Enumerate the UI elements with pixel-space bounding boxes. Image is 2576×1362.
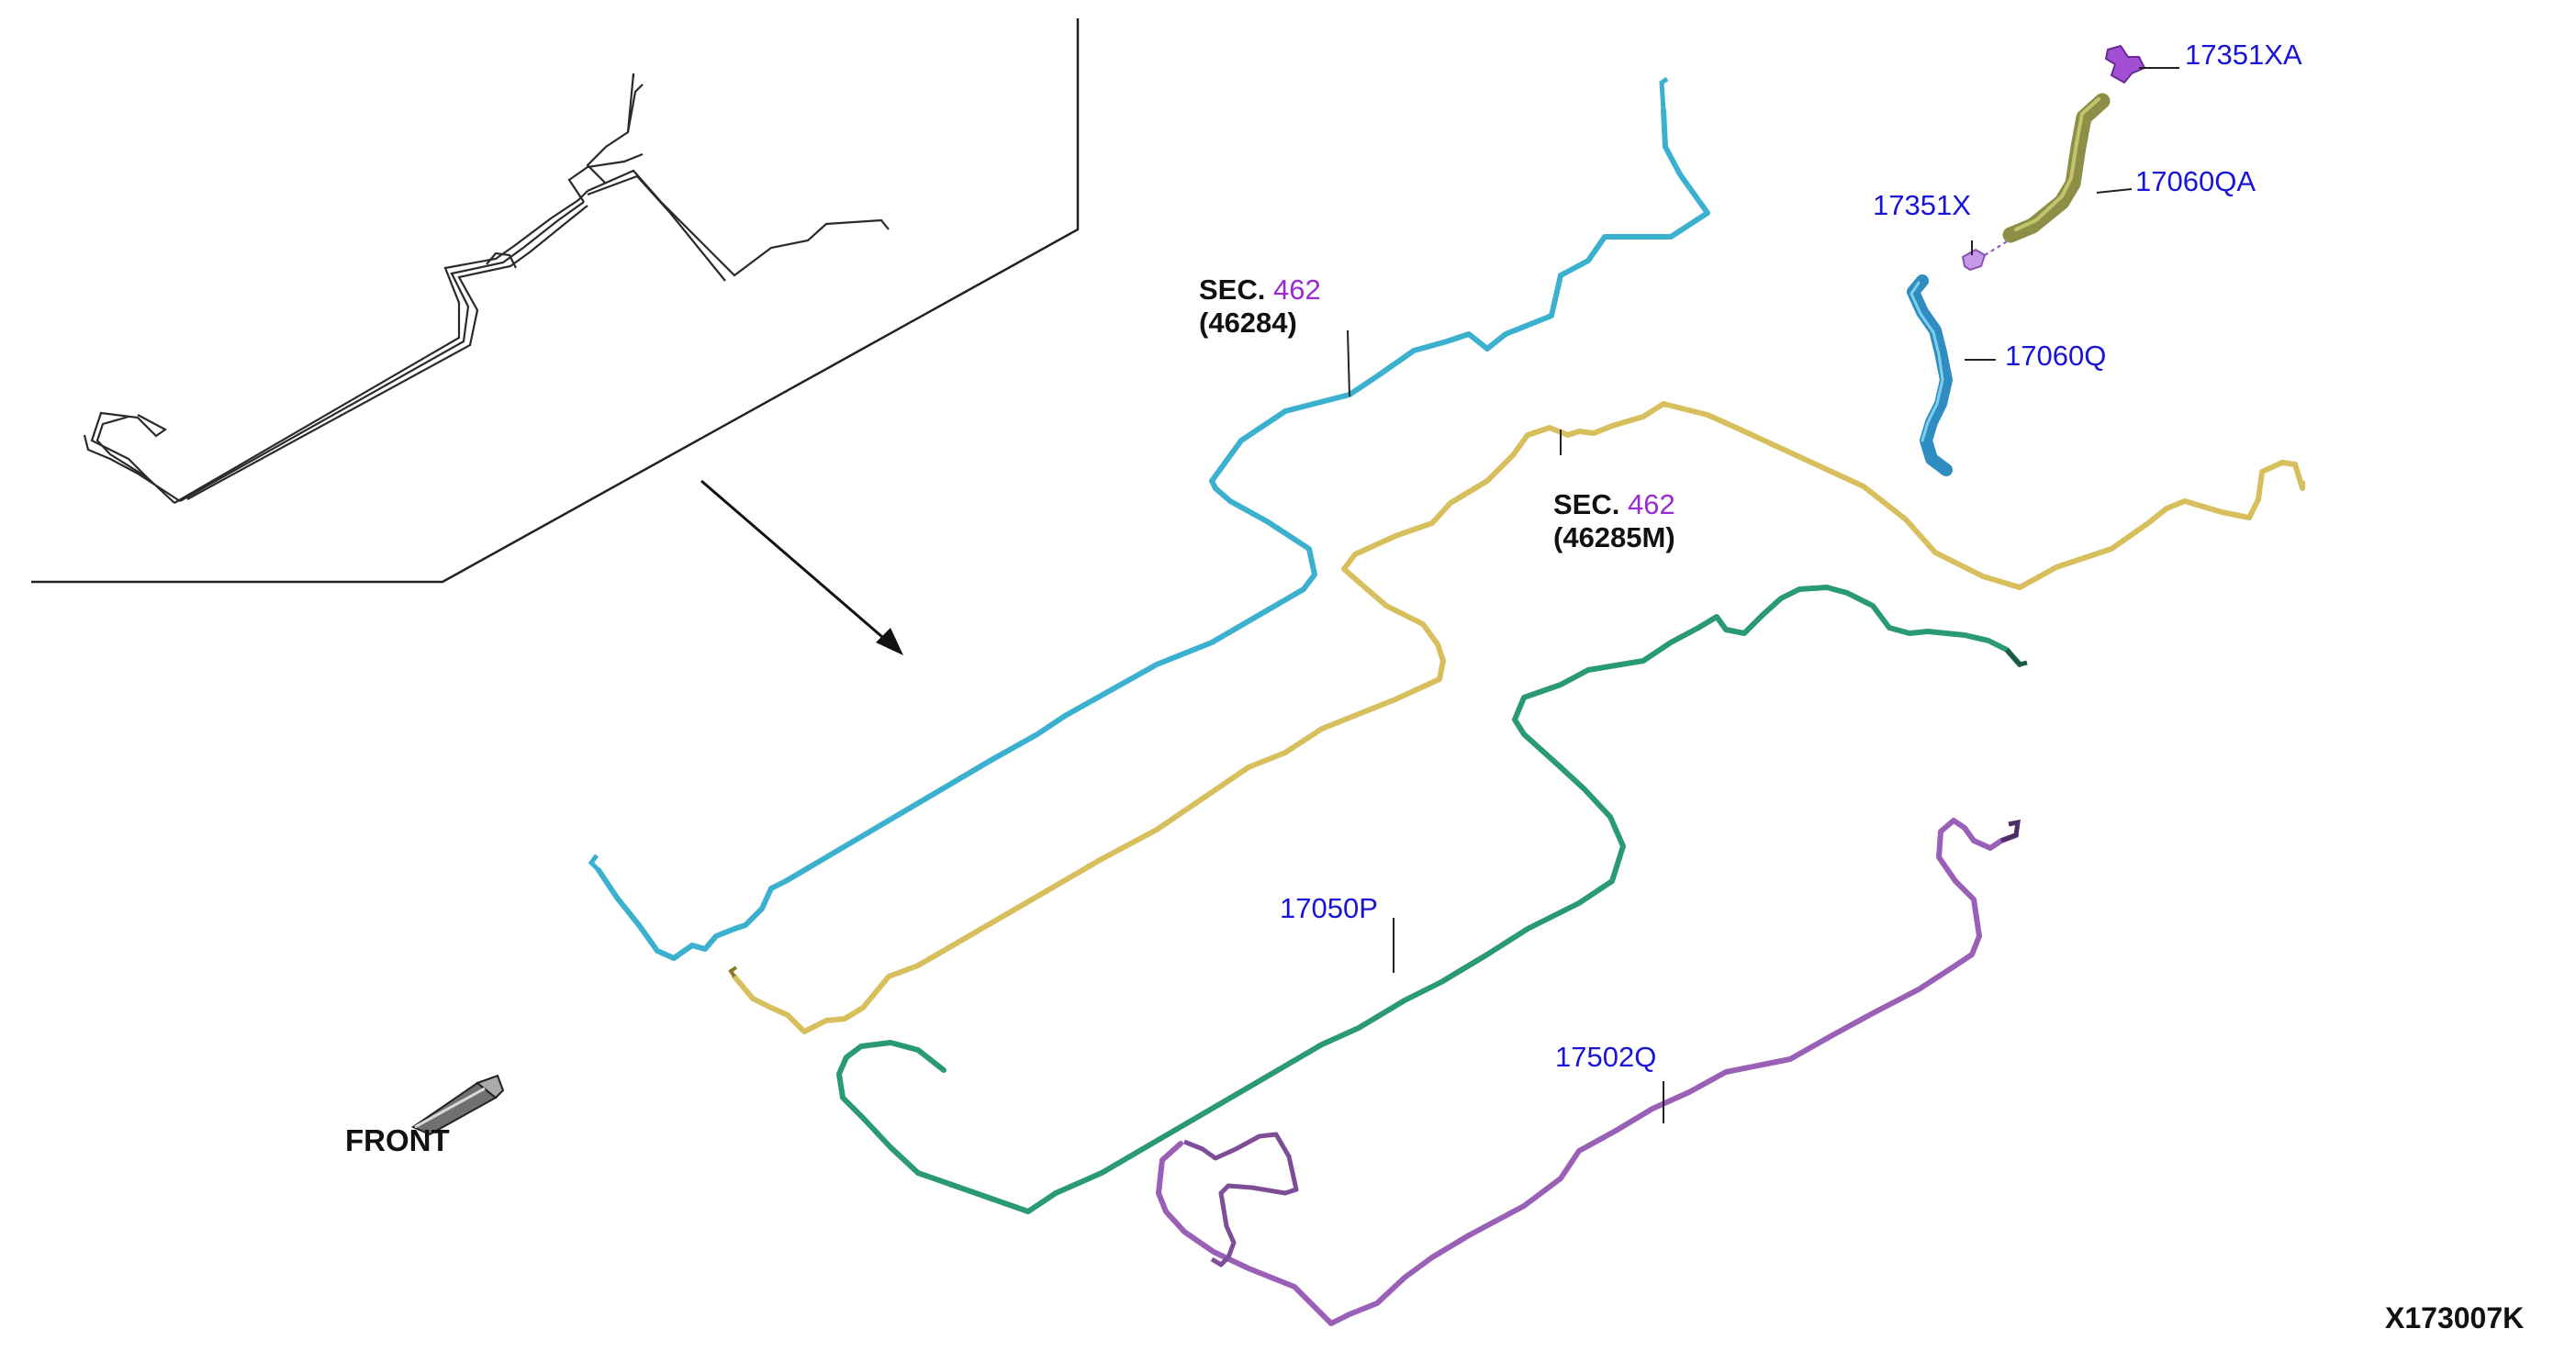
purple-tube-end [2000, 819, 2021, 843]
sec-ref-46285M[interactable]: SEC. 462 (46285M) [1553, 488, 1675, 554]
diagram-code: X173007K [2385, 1301, 2525, 1334]
front-arrow-icon [410, 1074, 505, 1136]
inset-overview-piping [83, 73, 890, 504]
sec-ref-46284[interactable]: SEC. 462 (46284) [1199, 274, 1321, 340]
clip-17351X [1961, 248, 1987, 272]
hose-17060Q-highlight [1910, 281, 1944, 442]
sec-number[interactable]: 462 [1627, 488, 1675, 520]
label-17060Q: 17060Q [2005, 340, 2107, 372]
yellow-tube-start [728, 966, 738, 978]
clip-17351X-dash [1984, 240, 2010, 256]
cyan-tube [596, 107, 1710, 961]
yellow-tube [732, 401, 2305, 1034]
label-17351XA: 17351XA [2185, 39, 2302, 71]
sec-code: (46285M) [1553, 521, 1675, 553]
label-17351X: 17351X [1873, 189, 1971, 221]
inset-frame [31, 18, 1080, 584]
sec-number[interactable]: 462 [1272, 274, 1321, 306]
leader-lines [1347, 67, 2179, 1123]
sec-code: (46284) [1199, 307, 1297, 339]
label-17050P: 17050P [1280, 892, 1378, 924]
sec-prefix: SEC. [1553, 488, 1620, 520]
hose-17060QA [2002, 93, 2111, 243]
hose-17060QA-highlight [2014, 97, 2100, 231]
purple-tube-loop [1183, 1132, 1299, 1267]
detail-arrow [700, 479, 890, 644]
label-17502Q: 17502Q [1555, 1041, 1657, 1073]
front-label: FRONT [345, 1123, 450, 1157]
hose-17060Q [1907, 274, 1953, 476]
cyan-tube-start [588, 854, 600, 872]
label-17060QA: 17060QA [2135, 165, 2256, 197]
clip-17351XA [2104, 44, 2146, 84]
green-tube-17050P [836, 585, 2022, 1214]
cyan-tube-end [1659, 76, 1669, 111]
green-tube-end [2005, 648, 2028, 667]
sec-prefix: SEC. [1199, 274, 1266, 306]
detail-arrow-head [876, 628, 903, 655]
purple-tube-17502Q [1156, 818, 2019, 1326]
